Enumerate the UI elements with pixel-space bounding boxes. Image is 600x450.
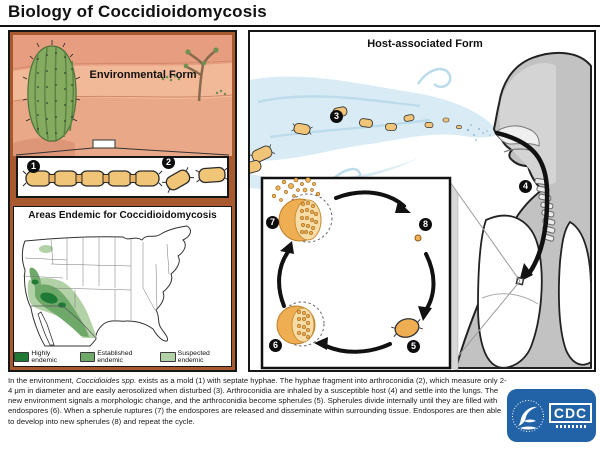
- step-badge-4: 4: [519, 180, 532, 193]
- step-badge-2: 2: [162, 156, 175, 169]
- wind-stream: [250, 67, 495, 190]
- face-region: [499, 63, 556, 185]
- map-title: Areas Endemic for Coccidioidomycosis: [28, 210, 217, 221]
- endemic-map-panel: Areas Endemic for Coccidioidomycosis: [13, 206, 232, 367]
- inhalation-arrowhead: [519, 263, 533, 282]
- hyphae-chain-illustration: [22, 166, 229, 193]
- inset-callout-lines: [449, 181, 521, 367]
- legend-swatch-highly: [14, 352, 30, 362]
- sand-mound: [13, 138, 75, 156]
- filled-spherule: [276, 301, 325, 347]
- step-badge-6: 6: [269, 339, 282, 352]
- callout-source-rect: [92, 139, 116, 149]
- caption-part1: In the environment,: [8, 376, 76, 385]
- cdc-wordmark: CDC: [548, 402, 593, 429]
- legend-item-established: Established endemic: [79, 350, 153, 364]
- dust-specks: [466, 124, 491, 141]
- cdc-logo-subtext: [555, 425, 586, 429]
- desert-scene-illustration: [12, 35, 233, 156]
- inhalation-arrow: [494, 130, 550, 275]
- title-underline: [0, 25, 600, 27]
- rupturing-spherule: [271, 177, 333, 243]
- cactus: [22, 40, 81, 142]
- left-column: Environmental Form: [8, 30, 237, 372]
- released-endospore: [414, 234, 422, 242]
- cdc-logo-text: CDC: [548, 402, 593, 424]
- host-form-label: Host-associated Form: [367, 38, 483, 50]
- host-illustration: [242, 51, 592, 371]
- joshua-tree: [183, 47, 219, 102]
- callout-lines: [15, 147, 230, 156]
- young-spherule: [391, 318, 423, 338]
- hhs-eagle-icon: [511, 399, 544, 432]
- arthroconidia-chain-box: [16, 156, 229, 198]
- caption-part2: exists as a mold (1) with septate hyphae…: [8, 376, 507, 426]
- environmental-form-panel: Environmental Form: [12, 35, 233, 156]
- step-badge-7: 7: [266, 216, 279, 229]
- step-badge-3: 3: [330, 110, 343, 123]
- us-endemic-map: [21, 225, 191, 347]
- us-mexico-border: [31, 305, 97, 339]
- map-legend: Highly endemic Established endemic Suspe…: [14, 350, 231, 364]
- legend-label-suspected: Suspected endemic: [177, 350, 210, 364]
- legend-item-suspected: Suspected endemic: [160, 350, 231, 364]
- legend-label-established: Established endemic: [97, 350, 133, 364]
- cdc-logo: CDC: [507, 389, 596, 442]
- step-badge-5: 5: [407, 340, 420, 353]
- step-badge-1: 1: [27, 160, 40, 173]
- legend-swatch-suspected: [160, 352, 176, 362]
- step-badge-8: 8: [419, 218, 432, 231]
- caption-text: In the environment, Coccidioides spp. ex…: [8, 376, 508, 427]
- page-title: Biology of Coccidioidomycosis: [8, 2, 267, 21]
- legend-item-highly: Highly endemic: [14, 350, 73, 364]
- species-name: Coccidioides spp.: [75, 376, 137, 385]
- lungs: [477, 214, 592, 369]
- host-form-panel: Host-associated Form: [242, 30, 596, 372]
- nasal-passage: [495, 125, 540, 147]
- desert-shrubs: [161, 74, 227, 96]
- environmental-form-label: Environmental Form: [89, 69, 197, 81]
- legend-swatch-established: [79, 352, 96, 362]
- airborne-spores: [242, 106, 462, 174]
- legend-label-highly: Highly endemic: [31, 350, 58, 364]
